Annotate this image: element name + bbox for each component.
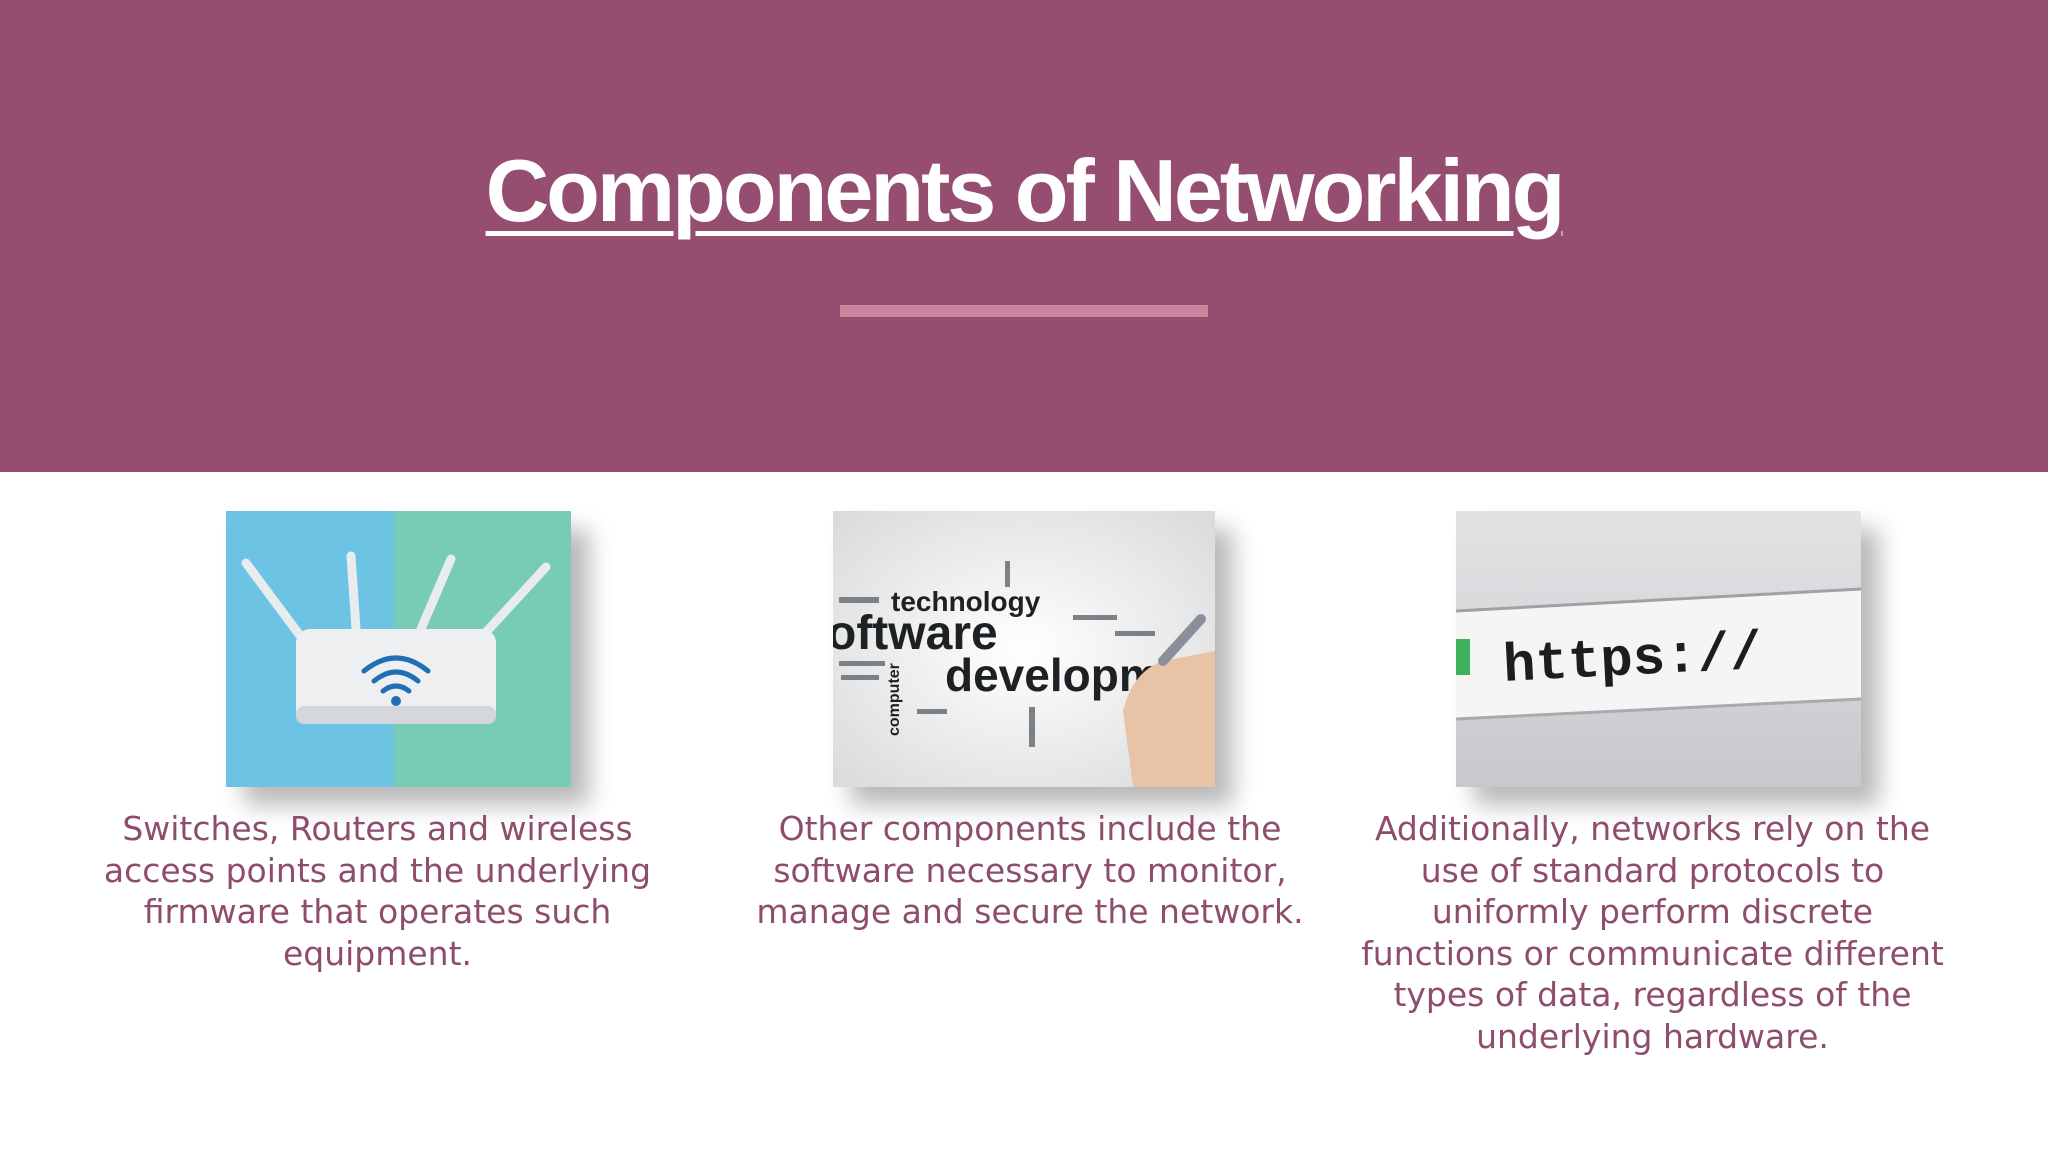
title-accent-rule	[840, 305, 1208, 317]
word-technology: technology	[891, 586, 1041, 617]
https-address-bar-icon: https://	[1456, 511, 1861, 787]
https-text: https://	[1502, 623, 1764, 697]
word-software: oftware	[833, 607, 998, 660]
slide-title: Components of Networking	[485, 141, 1566, 240]
word-cloud-icon: technology oftware developm computer	[833, 511, 1215, 787]
word-development: developm	[945, 649, 1160, 701]
caption-hardware: Switches, Routers and wireless access po…	[103, 809, 652, 973]
word-computer: computer	[886, 663, 903, 736]
header-band	[0, 0, 2048, 472]
word-cloud-image: technology oftware developm computer	[833, 511, 1215, 787]
wifi-router-icon	[226, 511, 571, 787]
router-image	[226, 511, 571, 787]
caption-software: Other components include the software ne…	[756, 809, 1304, 931]
caption-protocols: Additionally, networks rely on the use o…	[1361, 809, 1944, 1056]
https-image: https://	[1456, 511, 1861, 787]
